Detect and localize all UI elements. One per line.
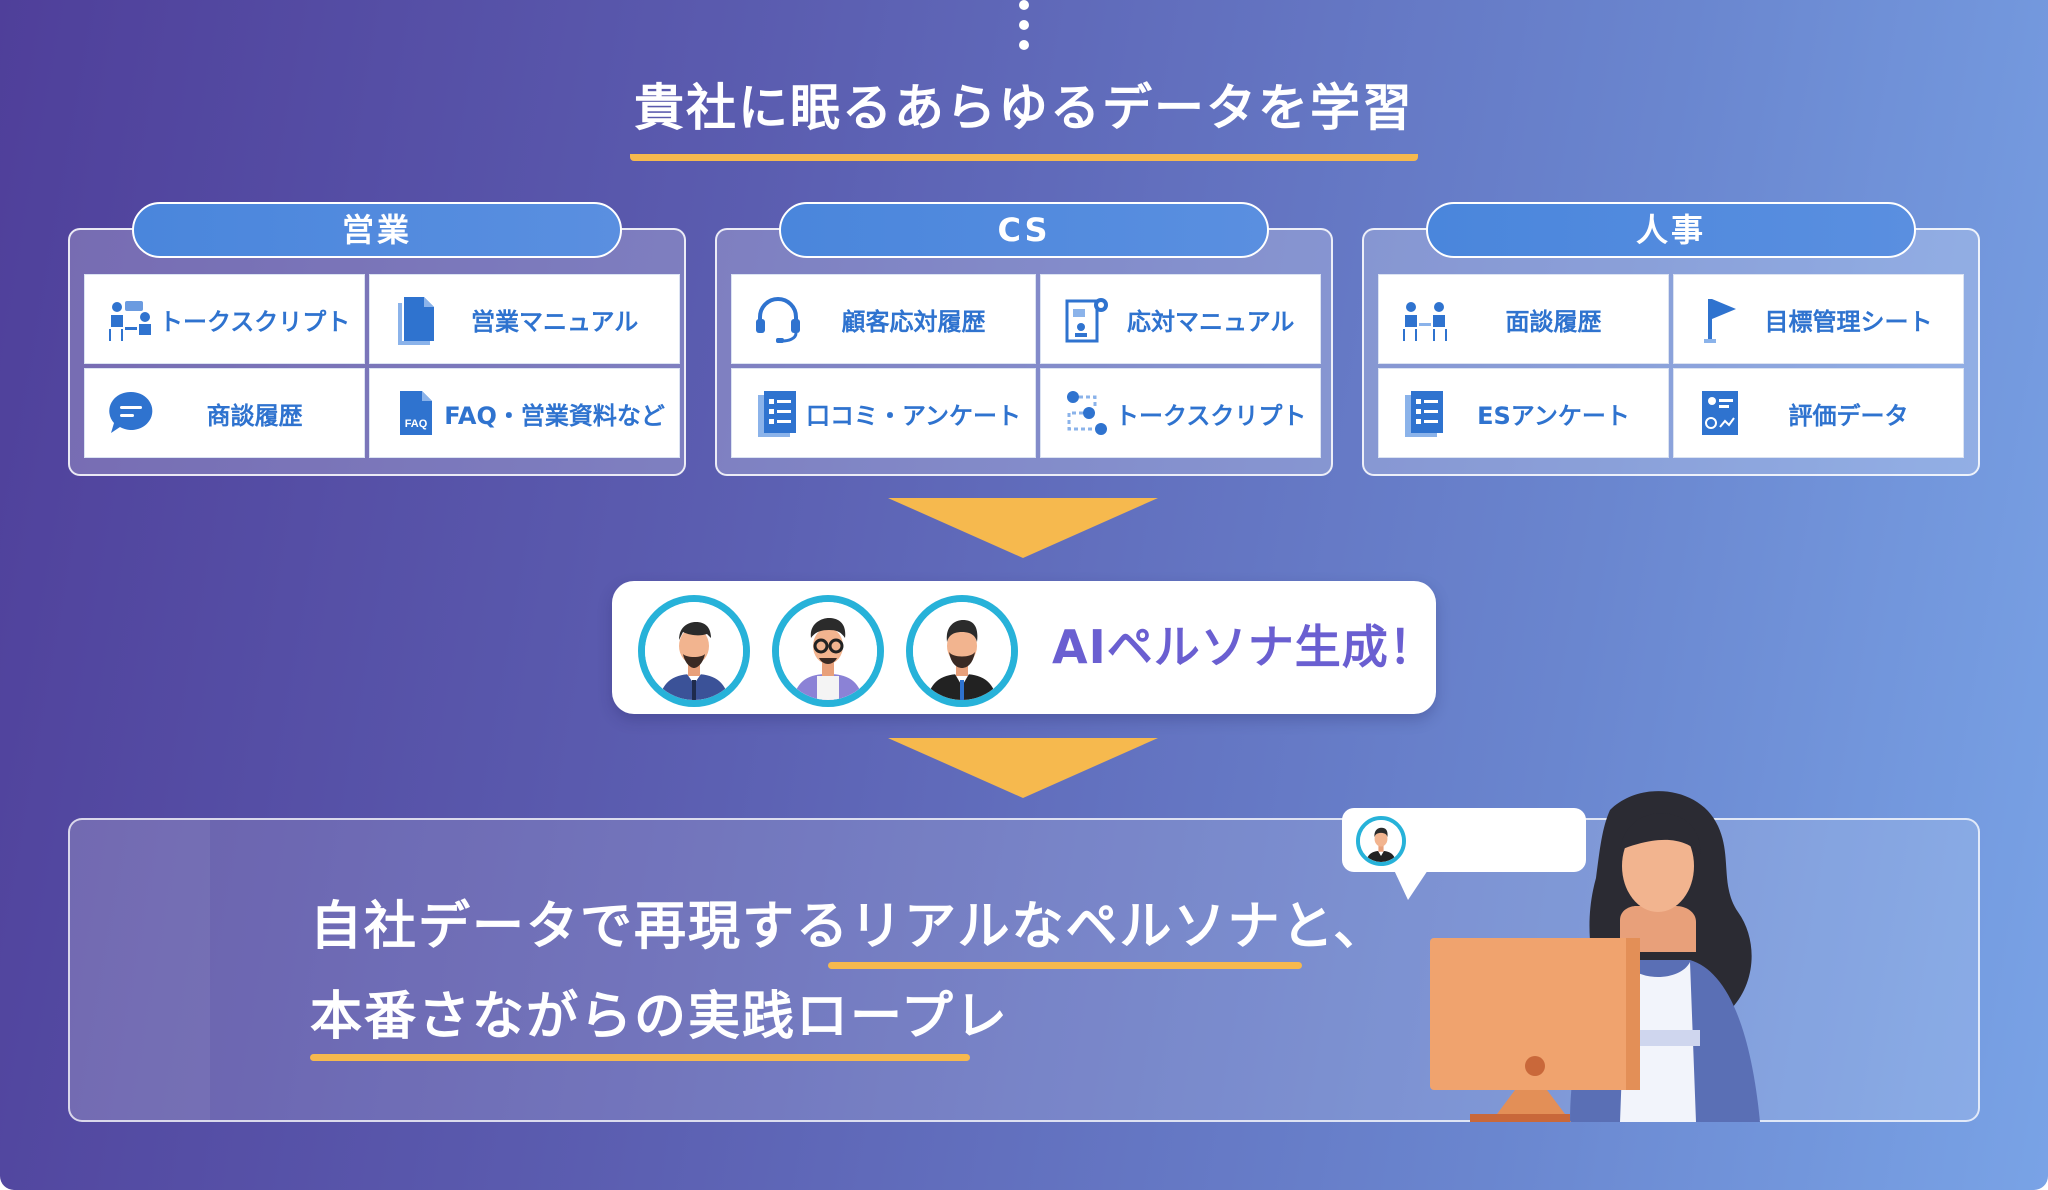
tagline-line-1: 自社データで再現するリアルなペルソナと、	[310, 897, 1388, 957]
data-source-item: トークスクリプト	[1040, 368, 1322, 458]
data-source-item: ESアンケート	[1378, 368, 1669, 458]
underline	[828, 962, 1302, 969]
headline: 貴社に眠るあらゆるデータを学習	[0, 68, 2048, 161]
connector-dots	[1018, 0, 1030, 60]
underline	[310, 1054, 970, 1061]
profile-chart-icon	[1692, 385, 1748, 441]
data-source-item: 顧客応対履歴	[731, 274, 1037, 364]
avatar	[772, 595, 884, 707]
interview-icon	[1397, 291, 1453, 347]
flag-icon	[1692, 291, 1748, 347]
document-icon	[388, 291, 444, 347]
headset-icon	[750, 291, 806, 347]
panel-title: CS	[779, 202, 1269, 258]
data-source-item: 応対マニュアル	[1040, 274, 1322, 364]
persona-generation-label: AIペルソナ生成！	[1052, 620, 1436, 674]
data-source-item: 目標管理シート	[1673, 274, 1964, 364]
faq-document-icon: FAQ	[388, 385, 444, 441]
numbered-steps-icon	[1059, 385, 1115, 441]
panel-title: 営業	[132, 202, 622, 258]
woman-at-computer-illustration	[1430, 791, 1760, 1122]
down-arrow-icon	[888, 498, 1158, 558]
panel-title: 人事	[1426, 202, 1916, 258]
data-source-item: FAQ FAQ・営業資料など	[369, 368, 680, 458]
checklist-icon	[1397, 385, 1453, 441]
data-source-item: 営業マニュアル	[369, 274, 680, 364]
down-arrow-icon	[888, 738, 1158, 798]
data-source-item: トークスクリプト	[84, 274, 366, 364]
checklist-icon	[750, 385, 806, 441]
avatar	[638, 595, 750, 707]
persona-banner: AIペルソナ生成！	[612, 581, 1436, 714]
avatar	[906, 595, 1018, 707]
tagline-line-2: 本番さながらの実践ロープレ	[310, 987, 1009, 1047]
settings-manual-icon	[1059, 291, 1115, 347]
panel-cs: CS 顧客応対履歴 応対マニュアル 口コミ・アンケート	[715, 202, 1333, 476]
data-source-item: 口コミ・アンケート	[731, 368, 1037, 458]
meeting-icon	[103, 291, 159, 347]
data-source-item: 評価データ	[1673, 368, 1964, 458]
speech-bubble	[1342, 808, 1586, 872]
data-source-item: 商談履歴	[84, 368, 366, 458]
data-source-item: 面談履歴	[1378, 274, 1669, 364]
panel-sales: 営業 トークスクリプト 営業マニュアル 商談履歴	[68, 202, 686, 476]
chat-bubble-icon	[103, 385, 159, 441]
panel-hr: 人事 面談履歴 目標管理シート ESアンケート	[1362, 202, 1980, 476]
svg-text:FAQ: FAQ	[405, 418, 428, 430]
avatar	[1356, 816, 1406, 866]
